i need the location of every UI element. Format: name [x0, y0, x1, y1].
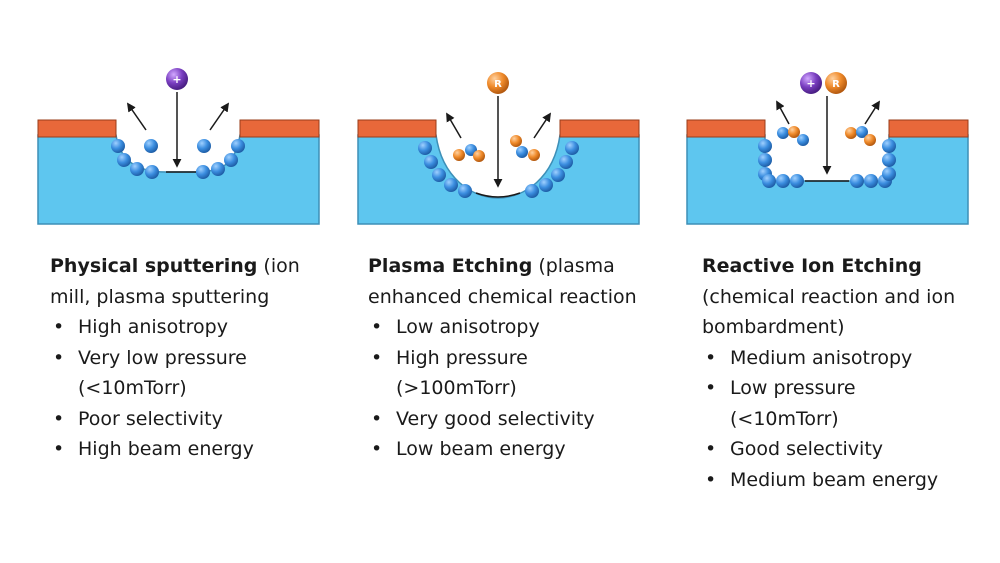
reactive-ion-etching-diagram: + R [685, 60, 970, 230]
substrate-atoms [111, 139, 245, 179]
bullet-icon: • [371, 346, 383, 369]
column-description: (plasma enhanced chemical reaction [368, 255, 637, 308]
column-title: Reactive Ion Etching [702, 255, 922, 277]
list-item: •Medium anisotropy [702, 343, 992, 374]
bullet-icon: • [371, 316, 383, 338]
bullet-icon: • [705, 377, 717, 399]
radical-icon: R [487, 72, 509, 94]
ejection-arrow-left [126, 102, 147, 131]
substrate-atoms [418, 141, 579, 198]
ejection-arrow-right [533, 112, 551, 139]
mask-right [239, 119, 320, 138]
bullet-icon: • [371, 438, 383, 460]
mask-right [888, 119, 969, 138]
list-item: •Good selectivity [702, 434, 992, 465]
mask-left [37, 119, 117, 138]
bullet-icon: • [53, 346, 65, 369]
bullet-icon: • [705, 438, 717, 460]
svg-text:+: + [172, 73, 181, 86]
column-title: Physical sputtering [50, 255, 258, 277]
bullet-icon: • [53, 407, 65, 430]
list-item: •Low pressure(<10mTorr) [702, 373, 992, 434]
reactive-ion-etching-illustration: + R [686, 72, 969, 225]
list-item: •Very low pressure(<10mTorr) [50, 343, 340, 404]
ejection-arrow-left [446, 112, 462, 139]
column-title: Plasma Etching [368, 255, 533, 277]
property-list: •Low anisotropy •High pressure(>100mTorr… [368, 312, 658, 465]
physical-sputtering-illustration: + [37, 68, 320, 225]
property-list: •Medium anisotropy •Low pressure(<10mTor… [702, 343, 992, 496]
ion-icon: + [800, 72, 822, 94]
column-description: (ion mill, plasma sputtering [50, 255, 300, 308]
svg-text:+: + [806, 77, 815, 90]
bullet-icon: • [371, 407, 383, 430]
substrate [37, 134, 320, 225]
ion-icon: + [166, 68, 188, 90]
list-item: •High anisotropy [50, 312, 340, 343]
list-item: •High pressure(>100mTorr) [368, 343, 658, 404]
bullet-icon: • [705, 346, 717, 369]
reaction-products [453, 135, 540, 162]
reaction-products [777, 126, 876, 146]
list-item: •Low beam energy [368, 434, 658, 465]
reactive-ion-etching-column: Reactive Ion Etching (chemical reaction … [702, 251, 992, 495]
column-heading: Plasma Etching (plasma enhanced chemical… [368, 251, 658, 312]
list-item: •Very good selectivity [368, 404, 658, 435]
list-item: •High beam energy [50, 434, 340, 465]
radical-icon: R [825, 72, 847, 94]
property-list: •High anisotropy •Very low pressure(<10m… [50, 312, 340, 465]
plasma-etching-column: Plasma Etching (plasma enhanced chemical… [368, 251, 658, 465]
substrate-atoms [758, 139, 896, 188]
list-item: •Medium beam energy [702, 465, 992, 496]
physical-sputtering-diagram: + [36, 60, 321, 230]
column-heading: Reactive Ion Etching (chemical reaction … [702, 251, 992, 343]
column-heading: Physical sputtering (ion mill, plasma sp… [50, 251, 340, 312]
ejection-arrow-right [209, 102, 230, 131]
mask-left [357, 119, 437, 138]
bullet-icon: • [705, 468, 717, 491]
mask-right [559, 119, 640, 138]
ejection-arrow-right [864, 100, 880, 125]
list-item: •Low anisotropy [368, 312, 658, 343]
bullet-icon: • [53, 316, 65, 338]
ejection-arrow-left [776, 100, 790, 125]
list-item: •Poor selectivity [50, 404, 340, 435]
column-description: (chemical reaction and ion bombardment) [702, 285, 956, 339]
plasma-etching-illustration: R [357, 72, 640, 225]
physical-sputtering-column: Physical sputtering (ion mill, plasma sp… [50, 251, 340, 465]
svg-text:R: R [494, 79, 502, 90]
plasma-etching-diagram: R [356, 60, 641, 230]
svg-text:R: R [832, 79, 840, 90]
bullet-icon: • [53, 438, 65, 460]
mask-left [686, 119, 766, 138]
